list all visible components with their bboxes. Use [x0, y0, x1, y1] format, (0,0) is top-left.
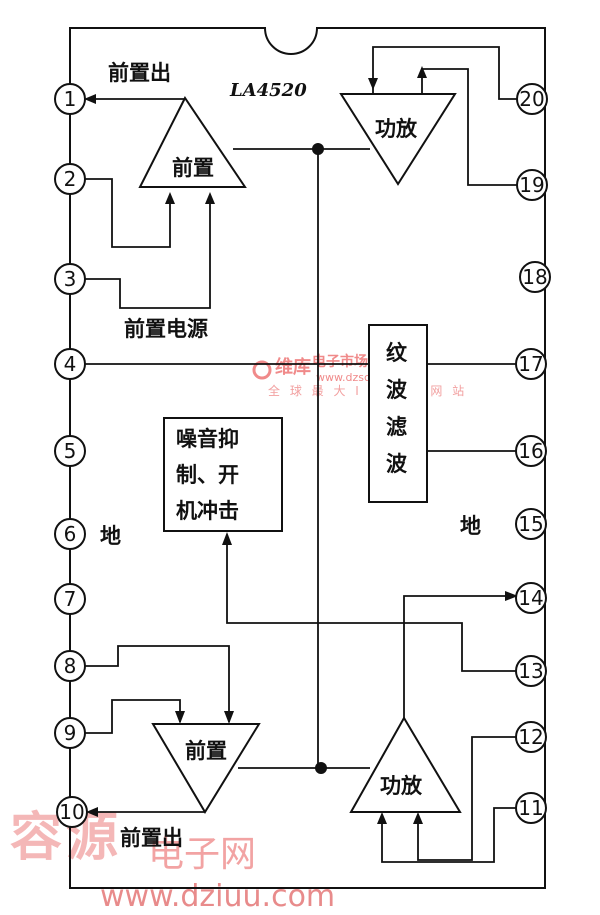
noise-suppression-box: 噪音抑 制、开 机冲击 — [163, 417, 283, 532]
pin-5: 5 — [54, 435, 86, 467]
arrow-poweramp-in-19 — [417, 66, 427, 78]
svg-text:15: 15 — [518, 512, 543, 536]
arrow-to-pin1 — [84, 94, 96, 104]
noise-box-line-2: 制、开 — [176, 463, 239, 487]
watermark-url2: www.dziuu.com — [100, 879, 335, 914]
svg-text:3: 3 — [64, 267, 77, 291]
svg-text:14: 14 — [518, 586, 543, 610]
arrowheads — [84, 66, 518, 824]
watermark-site: 电子市场网 — [312, 353, 382, 370]
svg-text:20: 20 — [519, 87, 544, 111]
noise-box-line-1: 噪音抑 — [176, 427, 239, 451]
label-ground-left: 地 — [100, 524, 121, 548]
arrow-to-noise-box — [222, 532, 232, 545]
svg-text:7: 7 — [64, 587, 77, 611]
arrow-preamp-in-3 — [205, 192, 215, 204]
pin-4: 4 — [54, 348, 86, 380]
pin-16: 16 — [515, 435, 547, 467]
power-amp-bottom: 功放 — [349, 716, 462, 813]
watermark-logo-icon — [252, 360, 272, 380]
pin-13: 13 — [515, 655, 547, 687]
svg-text:6: 6 — [64, 522, 77, 546]
watermark-slogan: 全 球 最 大 I C 采 购 网 站 — [268, 383, 467, 398]
pin-10: 10 — [56, 796, 88, 828]
label-ground-right: 地 — [460, 514, 481, 538]
svg-text:4: 4 — [64, 352, 77, 376]
power-amp-top: 功放 — [339, 93, 457, 186]
power-amp-top-label: 功放 — [375, 117, 418, 141]
right-pins: 20 19 18 17 16 15 14 13 12 11 — [515, 83, 551, 824]
watermark: 维库 电子市场网 www.dzsc.com 全 球 最 大 I C 采 购 网 … — [10, 353, 467, 914]
pin-3: 3 — [54, 263, 86, 295]
ripple-box-line-2: 波 — [386, 378, 408, 402]
noise-box-line-3: 机冲击 — [176, 499, 239, 523]
left-pins: 1 2 3 4 5 6 7 8 9 10 — [54, 83, 88, 828]
wires — [82, 46, 521, 863]
preamp-top-label: 前置 — [172, 156, 214, 180]
pin-2: 2 — [54, 163, 86, 195]
svg-text:17: 17 — [518, 352, 543, 376]
arrow-to-pin10 — [86, 807, 98, 817]
preamp-bottom-label: 前置 — [185, 739, 227, 763]
watermark-site2: 电子网 — [148, 834, 256, 875]
pin-18: 18 — [519, 261, 551, 293]
junction-top — [312, 143, 324, 155]
ripple-box-line-3: 滤 — [386, 415, 407, 439]
ripple-box-line-1: 纹 — [386, 341, 408, 365]
pin-7: 7 — [54, 583, 86, 615]
pin-19: 19 — [516, 169, 548, 201]
pin-6: 6 — [54, 518, 86, 550]
pin-9: 9 — [54, 717, 86, 749]
pin-8: 8 — [54, 650, 86, 682]
ripple-box-line-4: 波 — [386, 452, 408, 476]
svg-text:2: 2 — [64, 167, 77, 191]
pin-17: 17 — [515, 348, 547, 380]
svg-text:9: 9 — [64, 721, 77, 745]
svg-text:1: 1 — [64, 87, 77, 111]
svg-text:5: 5 — [64, 439, 77, 463]
preamp-top: 前置 — [138, 96, 247, 188]
svg-text:11: 11 — [518, 796, 543, 820]
pin-20: 20 — [516, 83, 548, 115]
arrow-preamp-in-2 — [165, 192, 175, 204]
svg-text:18: 18 — [522, 265, 547, 289]
svg-text:10: 10 — [59, 800, 84, 824]
arrow-poweramp-in-20 — [368, 78, 378, 90]
pin-15: 15 — [515, 508, 547, 540]
svg-text:12: 12 — [518, 725, 543, 749]
pin-11: 11 — [515, 792, 547, 824]
arrow-to-pin14 — [505, 591, 518, 601]
preamp-bottom: 前置 — [151, 723, 261, 814]
svg-text:19: 19 — [519, 173, 544, 197]
svg-text:8: 8 — [64, 654, 77, 678]
watermark-brand: 维库 — [275, 356, 311, 378]
label-pre-out-bottom: 前置出 — [120, 826, 183, 850]
pin-1: 1 — [54, 83, 86, 115]
chip-outline — [69, 27, 546, 889]
power-amp-bottom-label: 功放 — [380, 774, 423, 798]
arrow-preamp-in-8 — [224, 711, 234, 724]
pin-14: 14 — [515, 582, 547, 614]
chip-name: LA4520 — [229, 80, 307, 101]
svg-text:13: 13 — [518, 659, 543, 683]
svg-text:16: 16 — [518, 439, 543, 463]
label-pre-out-top: 前置出 — [108, 61, 171, 85]
arrow-poweramp-in-11 — [377, 812, 387, 824]
arrow-preamp-in-9 — [175, 711, 185, 724]
junction-bottom — [315, 762, 327, 774]
pin-12: 12 — [515, 721, 547, 753]
arrow-poweramp-in-12 — [413, 812, 423, 824]
ripple-filter-box: 纹 波 滤 波 — [368, 324, 428, 503]
label-pre-power: 前置电源 — [124, 317, 208, 341]
